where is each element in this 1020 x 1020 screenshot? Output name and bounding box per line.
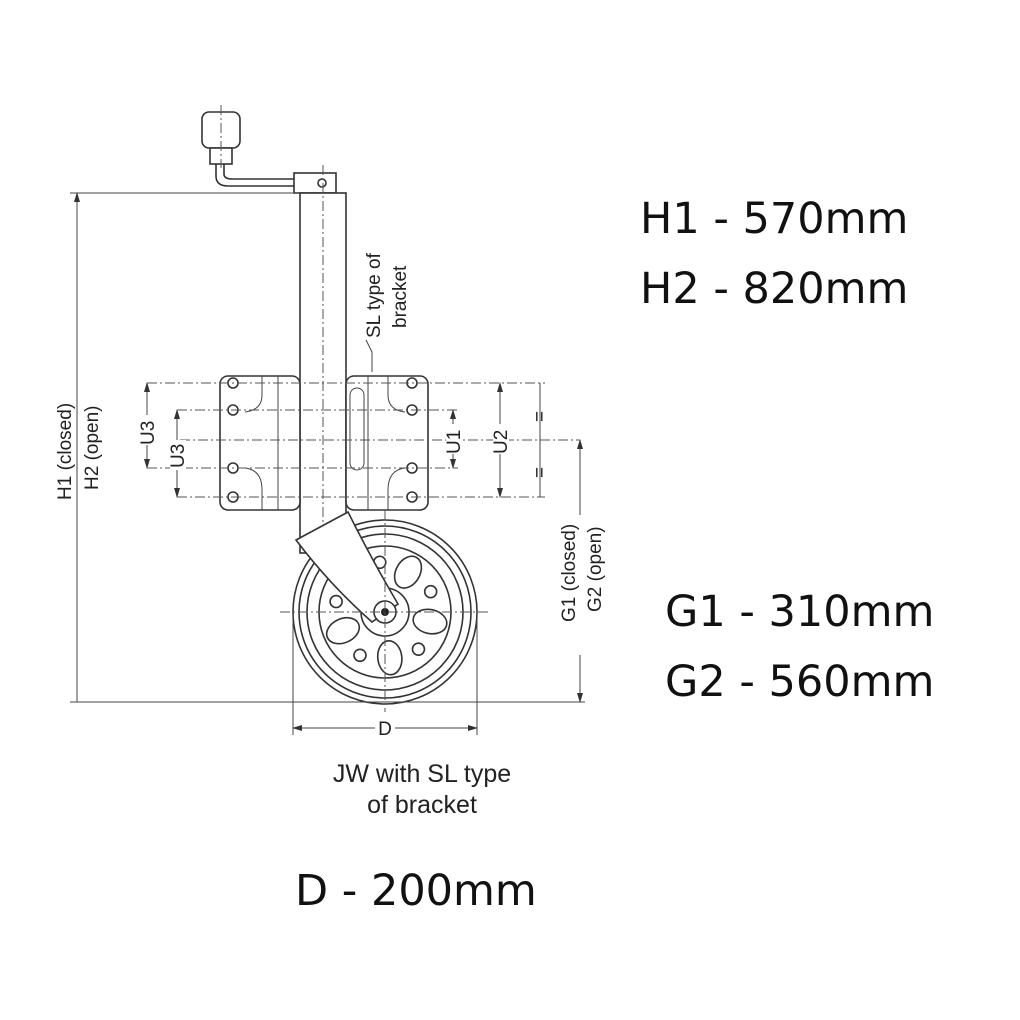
equal-mark-top: = <box>530 411 551 422</box>
wheel-spoke-opening <box>376 639 403 676</box>
spec-h1: H1 - 570mm <box>640 194 908 244</box>
h1-dim-label: H1 (closed) <box>55 403 76 500</box>
spec-g2: G2 - 560mm <box>665 657 934 707</box>
spec-h2: H2 - 820mm <box>640 264 908 314</box>
spec-g1: G1 - 310mm <box>665 587 934 637</box>
equal-mark-bottom: = <box>530 467 551 478</box>
g2-dim-label: G2 (open) <box>585 526 606 612</box>
caption-line2: of bracket <box>367 791 477 819</box>
bracket-callout-line2: bracket <box>390 265 411 328</box>
u2-label: U2 <box>491 430 512 454</box>
wheel-spoke-opening <box>393 555 423 589</box>
wheel-hole <box>329 594 343 609</box>
wheel-spoke-opening <box>325 616 361 645</box>
crank-handle <box>201 105 337 194</box>
wheel <box>280 510 490 712</box>
wheel-hole <box>353 648 367 663</box>
spec-d: D - 200mm <box>295 866 537 916</box>
wheel-spoke-opening <box>412 608 448 635</box>
hole-centerlines <box>147 382 580 498</box>
d-dim-label: D <box>378 719 392 740</box>
g1-dim-label: G1 (closed) <box>559 524 580 622</box>
u3-inner-label: U3 <box>168 444 189 468</box>
jack-tube <box>299 165 347 560</box>
caption-line1: JW with SL type <box>333 760 511 788</box>
dimension-labels: H1 (closed) H2 (open) U3 U3 U1 U2 = = G1… <box>55 252 606 740</box>
h2-dim-label: H2 (open) <box>82 406 103 491</box>
wheel-hole <box>411 642 426 656</box>
u3-outer-label: U3 <box>138 421 159 445</box>
bracket-callout-line1: SL type of <box>364 252 385 338</box>
u1-label: U1 <box>444 430 465 454</box>
wheel-hole <box>423 584 438 599</box>
